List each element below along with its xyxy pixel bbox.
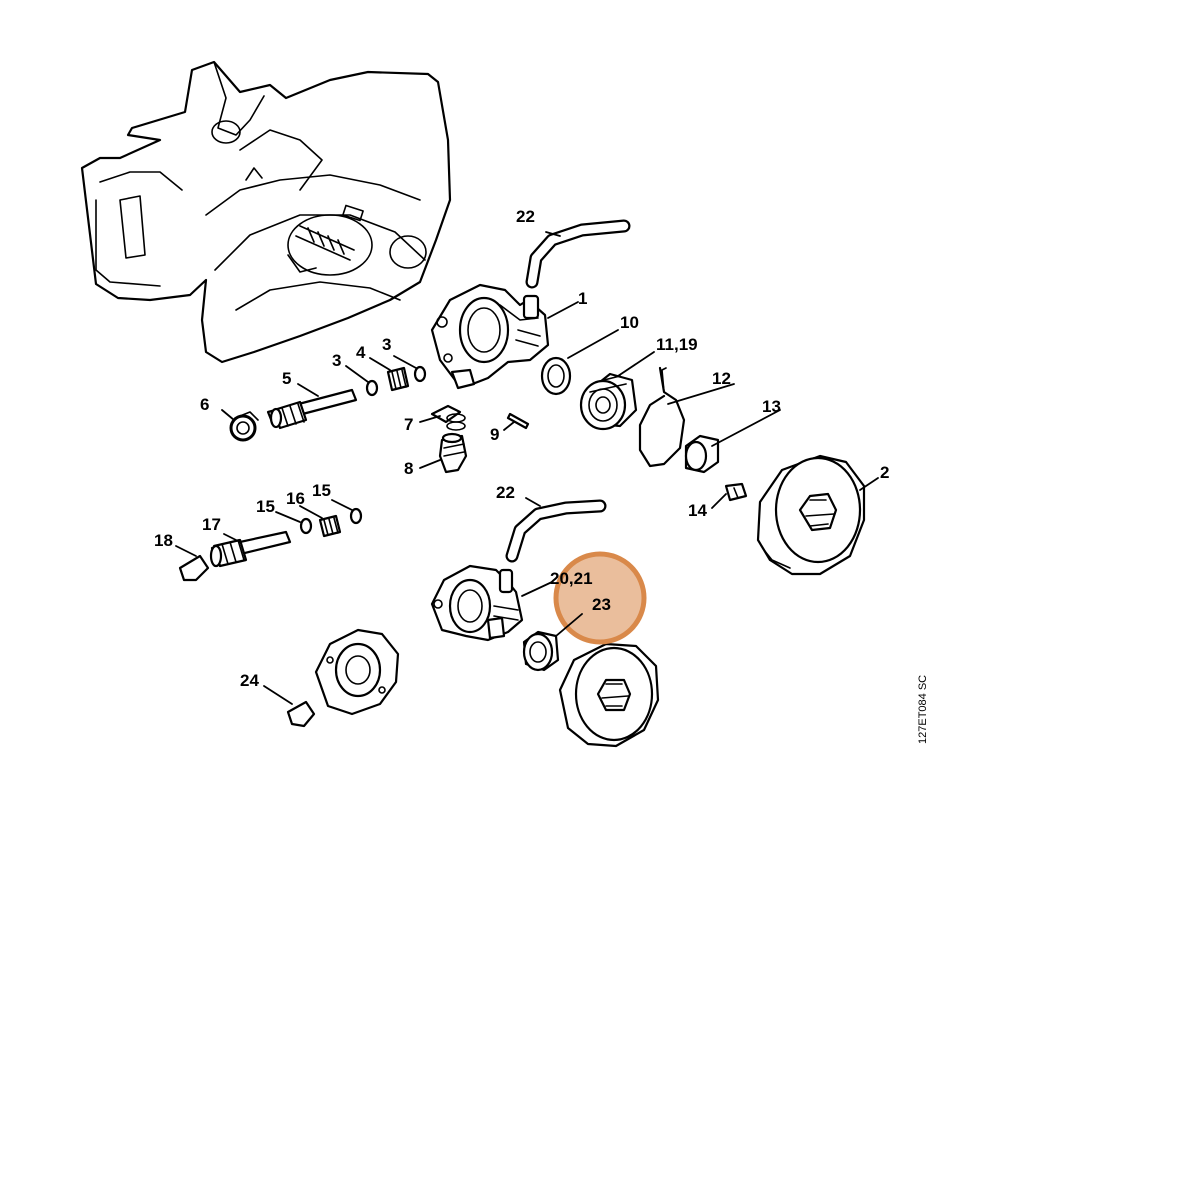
- oil-hose-upper: [525, 219, 631, 289]
- callout-2: 2: [880, 463, 889, 482]
- pin: [506, 412, 530, 430]
- highlight-circle: [553, 551, 647, 645]
- spring-lower: [318, 514, 342, 538]
- drive-spur: [579, 372, 638, 431]
- callout-14: 14: [688, 501, 707, 520]
- callout-7: 7: [404, 415, 413, 434]
- callout-18: 18: [154, 531, 173, 550]
- callout-24: 24: [240, 671, 259, 690]
- callout-5: 5: [282, 369, 291, 388]
- drawing-code: 127ET084 SC: [917, 675, 929, 744]
- clutch-drum-upper: [756, 454, 866, 576]
- callout-23: 23: [592, 595, 611, 614]
- callout-17: 17: [202, 515, 221, 534]
- seal-ring: [229, 411, 259, 442]
- callout-3-left: 3: [332, 351, 341, 370]
- cap-18: [178, 554, 210, 582]
- pump-cover-plate: [314, 628, 400, 716]
- leader-lines: [175, 231, 879, 705]
- washer-a: [365, 379, 379, 397]
- adjusting-screw: [438, 432, 468, 474]
- callout-20-21: 20,21: [550, 569, 593, 588]
- callout-22-lower: 22: [496, 483, 515, 502]
- worm-spur-gear: [522, 630, 560, 672]
- compression-spring: [386, 366, 410, 392]
- oil-hose-lower: [505, 499, 607, 563]
- callout-9: 9: [490, 425, 499, 444]
- callout-3-right: 3: [382, 335, 391, 354]
- callout-4: 4: [356, 343, 366, 362]
- washer-b: [413, 365, 427, 383]
- callout-15-right: 15: [312, 481, 331, 500]
- needle-sleeve: [684, 434, 720, 474]
- callout-22-upper: 22: [516, 207, 535, 226]
- callout-6: 6: [200, 395, 209, 414]
- circlip: [638, 366, 686, 468]
- callout-15-left: 15: [256, 497, 275, 516]
- oil-pump-housing: [430, 283, 550, 390]
- callout-10: 10: [620, 313, 639, 332]
- callout-13: 13: [762, 397, 781, 416]
- callout-1: 1: [578, 289, 587, 308]
- washer-d: [349, 507, 363, 525]
- crankcase-housing: [80, 60, 452, 364]
- cap-24: [286, 700, 316, 728]
- callout-8: 8: [404, 459, 413, 478]
- callout-12: 12: [712, 369, 731, 388]
- callout-16: 16: [286, 489, 305, 508]
- oil-pump-lower: [430, 564, 524, 642]
- mounting-screw: [724, 482, 748, 502]
- clutch-drum-lower: [558, 642, 660, 748]
- thrust-washer: [540, 356, 572, 396]
- worm-gear-shaft: [266, 388, 358, 430]
- callout-11-19: 11,19: [656, 335, 698, 354]
- worm-lower: [209, 530, 292, 568]
- callout-labels: 22 1 10 11,19 12 13 2 14 5 6 3 4 3 7 8 9…: [154, 207, 889, 690]
- washer-c: [299, 517, 313, 535]
- plug-oring: [430, 404, 466, 431]
